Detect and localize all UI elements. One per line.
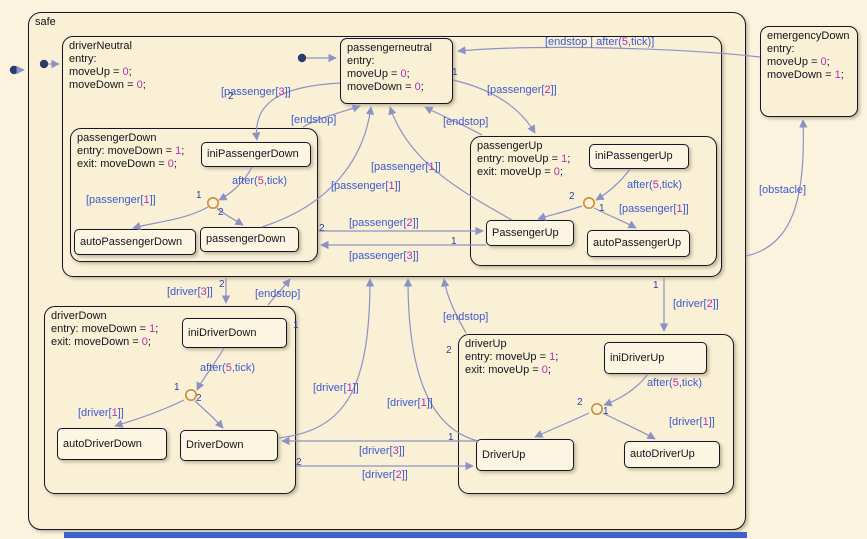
transition-order-number: 2	[446, 345, 452, 356]
state-iniDriverDown[interactable]: iniDriverDown	[182, 318, 287, 348]
transition-label-endstop-passengerUp[interactable]: [endstop]	[443, 116, 489, 128]
state-DriverUp[interactable]: DriverUp	[476, 439, 574, 471]
state-action-line: moveUp = 0;	[767, 56, 830, 68]
state-autoDriverDown-name: autoDriverDown	[63, 437, 142, 450]
state-autoPassengerUp[interactable]: autoPassengerUp	[587, 230, 690, 257]
transition-label-passenger2-top[interactable]: [passenger[2]]	[487, 84, 557, 96]
transition-order-number: 1	[196, 190, 202, 201]
transition-order-number: 1	[448, 432, 454, 443]
default-transition-dot-safe[interactable]	[9, 65, 19, 75]
state-iniDriverUp[interactable]: iniDriverUp	[604, 342, 707, 374]
state-autoDriverDown[interactable]: autoDriverDown	[57, 428, 167, 460]
transition-order-number: 2	[219, 279, 225, 290]
transition-label-passenger1-auto-passengerDown[interactable]: [passenger[1]]	[86, 194, 156, 206]
state-action-line: entry:	[347, 55, 375, 67]
transition-label-emergency-return[interactable]: [endstop | after(5,tick)]	[545, 36, 655, 48]
transition-order-number: 2	[319, 223, 325, 234]
state-safe-name: safe	[35, 16, 56, 28]
state-DriverUp-name: DriverUp	[482, 448, 526, 461]
state-emergencyDown[interactable]: emergencyDown entry: moveUp = 0; moveDow…	[760, 26, 858, 117]
transition-label-after-driverDown[interactable]: after(5,tick)	[200, 362, 256, 374]
state-iniDriverDown-name: iniDriverDown	[188, 326, 257, 339]
transition-label-endstop-passengerDown[interactable]: [endstop]	[291, 114, 337, 126]
state-action-line: entry: moveDown = 1;	[77, 145, 185, 157]
transition-label-driver2-bottom[interactable]: [driver[2]]	[362, 469, 408, 481]
state-passengerDown-name: passengerDown	[77, 132, 157, 144]
state-action-line: moveDown = 1;	[767, 69, 844, 81]
state-action-line: moveDown = 0;	[347, 81, 424, 93]
state-DriverDown[interactable]: DriverDown	[180, 430, 278, 461]
transition-order-number: 2	[218, 207, 224, 218]
transition-label-endstop-driverDown[interactable]: [endstop]	[255, 288, 301, 300]
state-iniPassengerDown[interactable]: iniPassengerDown	[201, 142, 311, 167]
state-DriverDown-name: DriverDown	[186, 439, 244, 451]
state-emergencyDown-name: emergencyDown	[767, 30, 850, 42]
transition-label-after-passengerDown[interactable]: after(5,tick)	[232, 175, 288, 187]
state-action-line: moveUp = 0;	[347, 68, 410, 80]
state-iniPassengerUp[interactable]: iniPassengerUp	[589, 144, 689, 169]
transition-order-number: 1	[174, 382, 180, 393]
state-action-line: entry:	[69, 53, 97, 65]
transition-label-driver3-bottom[interactable]: [driver[3]]	[359, 445, 405, 457]
state-iniPassengerUp-name: iniPassengerUp	[595, 150, 673, 162]
state-iniPassengerDown-name: iniPassengerDown	[207, 148, 299, 160]
transition-label-after-driverUp[interactable]: after(5,tick)	[647, 377, 703, 389]
transition-label-passenger2-mid[interactable]: [passenger[2]]	[349, 217, 419, 229]
transition-label-passenger1-auto-passengerUp[interactable]: [passenger[1]]	[619, 203, 689, 215]
state-action-line: entry: moveDown = 1;	[51, 323, 159, 335]
state-action-line: entry: moveUp = 1;	[465, 351, 559, 363]
state-driverNeutral-name: driverNeutral	[69, 40, 132, 52]
transition-order-number: 2	[228, 91, 234, 102]
state-autoPassengerDown-name: autoPassengerDown	[80, 235, 183, 248]
state-action-line: exit: moveDown = 0;	[77, 158, 177, 170]
transition-label-passenger1-passengerDown[interactable]: [passenger[1]]	[331, 180, 401, 192]
transition-label-driver1-auto-driverUp[interactable]: [driver[1]]	[669, 416, 715, 428]
state-autoPassengerDown[interactable]: autoPassengerDown	[74, 229, 196, 255]
transition-label-driver3-left[interactable]: [driver[3]]	[167, 286, 213, 298]
state-action-line: exit: moveUp = 0;	[465, 364, 551, 376]
state-passengerneutral-name: passengerneutral	[347, 42, 433, 54]
transition-order-number: 1	[451, 236, 457, 247]
state-driverDown-name: driverDown	[51, 310, 107, 322]
state-action-line: moveDown = 0;	[69, 79, 146, 91]
state-passengerDown-inner[interactable]: passengerDown	[200, 227, 299, 252]
state-autoPassengerUp-name: autoPassengerUp	[593, 237, 682, 249]
transition-label-passenger3-mid[interactable]: [passenger[3]]	[349, 250, 419, 262]
transition-label-passenger1-passengerUp[interactable]: [passenger[1]]	[371, 161, 441, 173]
state-PassengerUp[interactable]: PassengerUp	[486, 220, 574, 246]
transition-order-number: 2	[196, 393, 202, 404]
transition-label-driver1-driverUp[interactable]: [driver[1]]	[387, 397, 433, 409]
transition-label-endstop-driverUp[interactable]: [endstop]	[443, 311, 489, 323]
transition-order-number: 2	[296, 457, 302, 468]
transition-label-obstacle[interactable]: [obstacle]	[759, 184, 807, 196]
state-action-line: moveUp = 0;	[69, 66, 132, 78]
transition-order-number: 2	[577, 397, 583, 408]
state-passengerneutral[interactable]: passengerneutral entry: moveUp = 0; move…	[340, 38, 453, 104]
transition-label-driver2-right[interactable]: [driver[2]]	[673, 298, 719, 310]
transition-order-number: 1	[653, 280, 659, 291]
state-passengerDown-inner-name: passengerDown	[206, 233, 286, 245]
state-iniDriverUp-name: iniDriverUp	[610, 351, 665, 364]
transition-order-number: 1	[603, 406, 609, 417]
transition-label-driver1-driverDown[interactable]: [driver[1]]	[313, 382, 359, 394]
transition-label-after-passengerUp[interactable]: after(5,tick)	[627, 179, 683, 191]
transition-label-driver1-auto-driverDown[interactable]: [driver[1]]	[78, 407, 124, 419]
transition-order-number: 1	[599, 203, 605, 214]
transition-order-number: 1	[293, 320, 299, 331]
state-autoDriverUp-name: autoDriverUp	[630, 448, 695, 460]
state-action-line: entry:	[767, 43, 795, 55]
horizontal-scrollbar-thumb[interactable]	[64, 532, 747, 538]
state-action-line: exit: moveDown = 0;	[51, 336, 151, 348]
state-autoDriverUp[interactable]: autoDriverUp	[624, 441, 720, 468]
transition-order-number: 1	[452, 67, 458, 78]
state-PassengerUp-name: PassengerUp	[492, 226, 559, 239]
transition-order-number: 2	[569, 191, 575, 202]
